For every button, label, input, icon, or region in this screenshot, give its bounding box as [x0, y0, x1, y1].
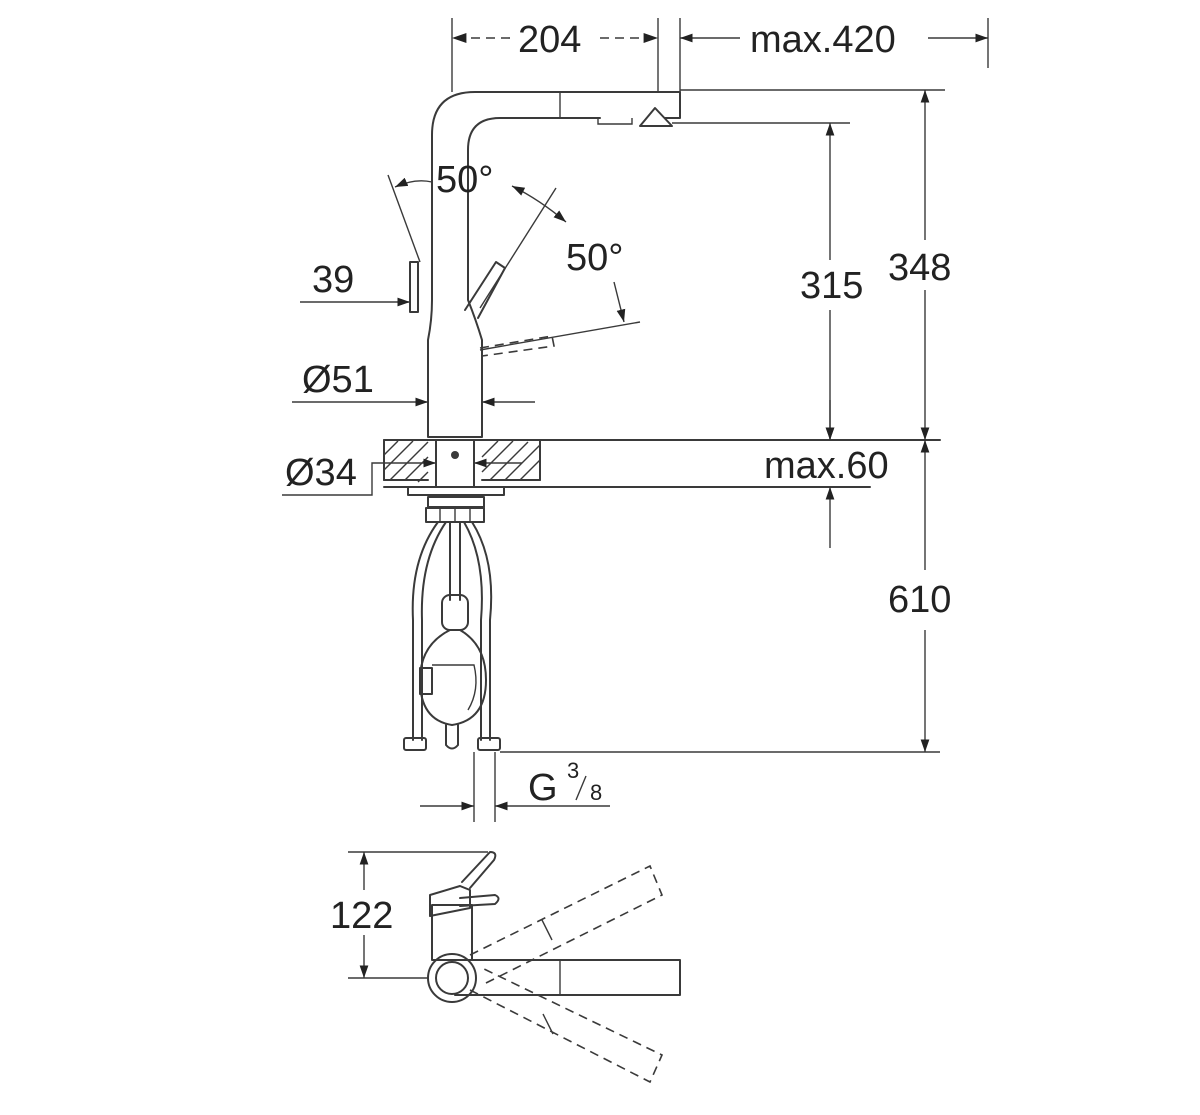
- spout-inner-contour: [467, 117, 601, 231]
- spray-head-tip: [597, 118, 633, 125]
- dim-34-label: Ø34: [285, 452, 357, 494]
- supply-hoses: [403, 521, 501, 751]
- spout-swivel-lower: [469, 967, 664, 1084]
- angle-arc-bottom: [613, 281, 626, 323]
- dim-g-prefix: G: [528, 767, 558, 809]
- lever-left-position: [409, 261, 419, 313]
- dim-g-numerator: 3: [567, 758, 579, 783]
- lever-plan: [459, 894, 500, 907]
- dim-39-label: 39: [312, 259, 354, 301]
- body-plan-inner: [435, 961, 469, 995]
- dim-420-label: max.420: [750, 19, 896, 61]
- angle-left-label: 50°: [436, 159, 493, 201]
- dim-204-label: 204: [518, 19, 581, 61]
- spout-plan: [454, 959, 681, 996]
- angle-arc-left: [394, 177, 433, 188]
- lever-right-position: [479, 335, 555, 357]
- angle-right-label: 50°: [566, 237, 623, 279]
- dim-34-leader: [282, 458, 436, 496]
- angle-ref-left: [387, 174, 421, 263]
- dim-60-label: max.60: [764, 445, 889, 487]
- faucet-plan-view: 122: [330, 851, 681, 1084]
- spout-swivel-upper: [469, 864, 664, 986]
- dim-348-label: 348: [888, 247, 951, 289]
- faucet-elevation-view: 39 Ø51 Ø34: [282, 18, 989, 822]
- dim-g-fraction-bar: [575, 775, 587, 801]
- dim-51-label: Ø51: [302, 359, 374, 401]
- dim-315-label: 315: [800, 265, 863, 307]
- faucet-body: [427, 229, 483, 438]
- spray-head-nozzle: [639, 107, 673, 127]
- dim-g-denominator: 8: [590, 780, 602, 805]
- countertop-section: [383, 439, 941, 488]
- mounting-assembly: [407, 486, 505, 523]
- angle-ref-bottom: [479, 321, 641, 351]
- lever-handle: [464, 261, 506, 319]
- angle-arc-right: [511, 185, 567, 223]
- dim-122-label: 122: [330, 895, 393, 937]
- dim-610-label: 610: [888, 579, 951, 621]
- spout-outer-contour: [431, 91, 681, 231]
